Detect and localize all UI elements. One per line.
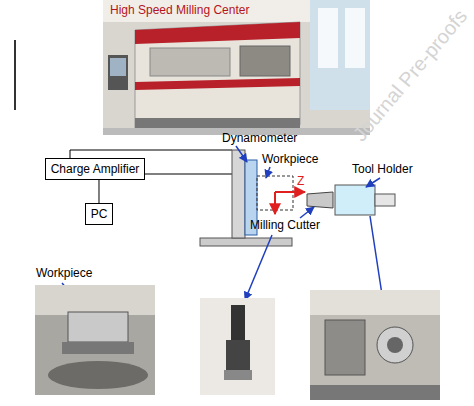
holder-photo [310,290,440,400]
machine-photo [103,0,370,135]
box-text: PC [91,207,108,221]
connector [98,180,99,203]
box-text: Charge Amplifier [51,162,140,176]
process-box: Charge Amplifier [45,158,146,180]
part-label: Workpiece [262,152,318,166]
part-label: Dynamometer [222,131,297,145]
tool [307,185,395,215]
border-line [14,40,16,110]
workpiece-photo [35,285,155,395]
part-label: Workpiece [36,266,92,280]
axes [275,192,305,214]
title: High Speed Milling Center [108,3,251,17]
part-label: Tool Holder [352,162,413,176]
part-label: Milling Cutter [250,218,320,232]
part-label: Z [297,174,304,188]
process-box: PC [85,203,114,225]
cutter-photo [200,298,275,395]
